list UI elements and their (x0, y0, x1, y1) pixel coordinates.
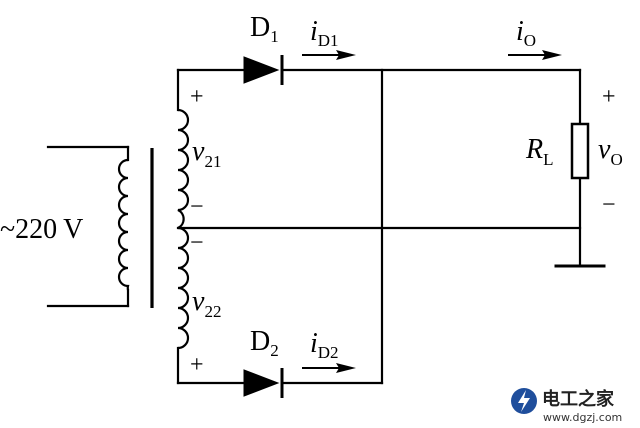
diode-d1 (243, 55, 284, 85)
winding-v22-label: v22 (192, 286, 221, 321)
v21-minus-sign: − (190, 194, 204, 220)
winding-v21-label: v21 (192, 136, 221, 171)
vo-minus-sign: − (602, 192, 616, 218)
diode-d2-letter: D (250, 326, 270, 357)
primary-winding (117, 158, 130, 291)
secondary-side (176, 68, 190, 385)
winding-v21-sub: 21 (204, 152, 221, 171)
watermark-lightning-icon (518, 390, 530, 412)
vo-plus-sign: + (602, 84, 616, 110)
watermark-url: www.dgzj.com (543, 411, 622, 424)
output-voltage-letter: v (598, 134, 611, 165)
resistor-label: RL (525, 134, 554, 169)
primary-side (46, 145, 130, 308)
diode-d1-label: D1 (250, 12, 279, 46)
diode-d1-letter: D (250, 12, 270, 43)
watermark-name: 电工之家 (542, 388, 615, 410)
current-io-sub: O (524, 31, 536, 50)
current-id1-letter: i (310, 16, 318, 47)
current-id1-label: iD1 (310, 16, 339, 50)
arrow-io (508, 50, 562, 60)
diode-d2 (243, 368, 284, 398)
winding-v22-sub: 22 (204, 302, 221, 321)
arrow-id2 (302, 363, 356, 373)
watermark: 电工之家 www.dgzj.com (511, 388, 622, 424)
v21-plus-sign: + (190, 84, 204, 110)
output-voltage-label: vO (598, 134, 623, 169)
current-id2-sub: D2 (318, 343, 339, 362)
current-id2-letter: i (310, 328, 318, 359)
diode-d2-label: D2 (250, 326, 279, 360)
diode-d1-sub: 1 (270, 27, 279, 46)
current-io-label: iO (516, 16, 536, 50)
secondary-winding-lower (177, 226, 190, 350)
load-resistor (570, 122, 590, 180)
current-io-letter: i (516, 16, 524, 47)
winding-v21-letter: v (192, 136, 205, 167)
resistor-sub: L (543, 150, 553, 169)
v22-plus-sign: + (190, 352, 204, 378)
resistor-letter: R (525, 134, 543, 165)
arrow-id1 (302, 50, 356, 60)
source-voltage-value: ~220 (0, 214, 57, 245)
secondary-winding-upper (177, 108, 190, 229)
diode-d2-sub: 2 (270, 341, 279, 360)
source-voltage-unit: V (63, 214, 83, 245)
output-voltage-sub: O (610, 150, 622, 169)
v22-minus-sign: − (190, 230, 204, 256)
current-id1-sub: D1 (318, 31, 339, 50)
winding-v22-letter: v (192, 286, 205, 317)
current-id2-label: iD2 (310, 328, 339, 362)
